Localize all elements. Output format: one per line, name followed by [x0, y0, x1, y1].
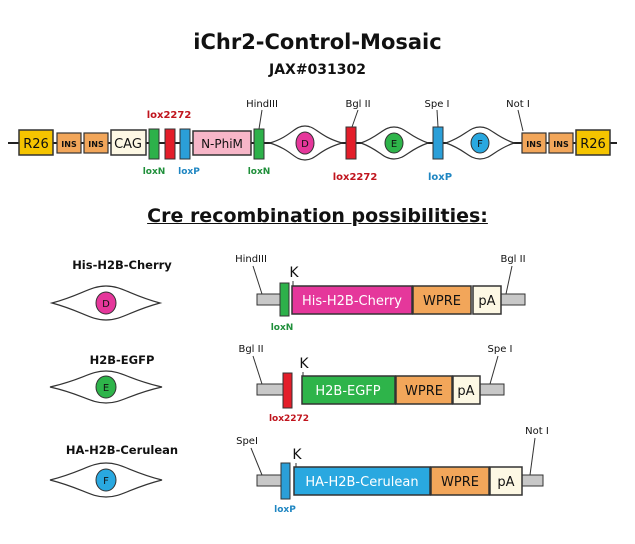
- outcome-left-site-1: HindIII: [235, 254, 267, 265]
- outcome-lox-label-3: loxP: [274, 505, 296, 515]
- outcome-nucleus-cherry: [95, 291, 117, 315]
- outcome-lox-label-2: lox2272: [269, 414, 309, 424]
- ins-box-4: INS: [548, 132, 574, 154]
- r26-right-box: R26: [575, 129, 611, 156]
- vector-arm-left-2: [256, 383, 284, 396]
- loxN-site-1: [148, 128, 160, 160]
- outcome-lox-3: [280, 462, 291, 500]
- cag-promoter-box: CAG: [110, 129, 147, 156]
- svg-text:INS: INS: [526, 140, 542, 149]
- speI-label: Spe I: [425, 99, 450, 110]
- outcome-lox-label-1: loxN: [271, 323, 294, 333]
- lox2272-label-top: lox2272: [147, 110, 192, 121]
- svg-text:pA: pA: [478, 294, 495, 309]
- outcome-cell-letter-cherry: D: [102, 299, 110, 310]
- svg-text:WPRE: WPRE: [423, 294, 461, 309]
- vector-arm-right-2: [479, 383, 505, 396]
- loxP-label-2: loxP: [428, 172, 452, 183]
- svg-text:HA-H2B-Cerulean: HA-H2B-Cerulean: [305, 475, 418, 490]
- loxN-label-1: loxN: [143, 167, 166, 177]
- ins-box-2: INS: [83, 132, 109, 154]
- outcome-cell-letter-egfp: E: [103, 383, 109, 394]
- cell-f-nucleus: [470, 132, 490, 154]
- bglII-label: Bgl II: [345, 99, 370, 110]
- cell-f-letter: F: [477, 139, 483, 150]
- pa-box-2: pA: [452, 375, 481, 405]
- kozak-label-1: K: [289, 265, 299, 281]
- ins-box-1: INS: [56, 132, 82, 154]
- lox2272-site-2: [345, 126, 357, 160]
- kozak-label-2: K: [299, 356, 309, 372]
- svg-text:WPRE: WPRE: [441, 475, 479, 490]
- outcome-right-site-3: Not I: [525, 426, 549, 437]
- outcome-lox-2: [282, 372, 293, 409]
- outcome-lox-1: [279, 282, 290, 317]
- vector-arm-left-1: [256, 293, 281, 306]
- pa-box-1: pA: [472, 285, 502, 315]
- svg-text:INS: INS: [88, 140, 104, 149]
- outcome-left-site-3: SpeI: [236, 436, 258, 447]
- svg-text:INS: INS: [553, 140, 569, 149]
- wpre-box-2: WPRE: [395, 375, 453, 405]
- hindIII-label: HindIII: [246, 99, 278, 110]
- loxP-site-2: [432, 126, 444, 160]
- vector-arm-left-3: [256, 474, 282, 487]
- outcome-right-site-2: Spe I: [488, 344, 513, 355]
- vector-arm-right-1: [500, 293, 526, 306]
- ins-box-3: INS: [521, 132, 547, 154]
- svg-text:R26: R26: [580, 137, 606, 152]
- lox2272-label-bottom: lox2272: [333, 172, 378, 183]
- cerulean-gene-box: HA-H2B-Cerulean: [293, 466, 431, 496]
- svg-text:CAG: CAG: [114, 137, 142, 152]
- outcome-right-site-1: Bgl II: [500, 254, 525, 265]
- svg-text:INS: INS: [61, 140, 77, 149]
- outcome-left-site-2: Bgl II: [238, 344, 263, 355]
- outcome-label-cerulean: HA-H2B-Cerulean: [65, 443, 179, 457]
- outcome-nucleus-egfp: [95, 375, 117, 399]
- cre-heading: Cre recombination possibilities:: [147, 205, 488, 227]
- svg-text:WPRE: WPRE: [405, 384, 443, 399]
- lox2272-site-1: [164, 128, 176, 160]
- svg-text:N-PhiM: N-PhiM: [201, 137, 243, 151]
- svg-text:pA: pA: [457, 384, 474, 399]
- cherry-gene-box: His-H2B-Cherry: [291, 285, 413, 315]
- outcome-cell-letter-cerulean: F: [103, 476, 109, 487]
- wpre-box-3: WPRE: [430, 466, 490, 496]
- cell-d-nucleus: [295, 131, 315, 155]
- loxP-site-1: [179, 128, 191, 160]
- kozak-label-3: K: [292, 447, 302, 463]
- svg-text:pA: pA: [497, 475, 514, 490]
- svg-text:His-H2B-Cherry: His-H2B-Cherry: [302, 294, 402, 309]
- outcome-label-egfp: H2B-EGFP: [89, 353, 155, 367]
- jax-number: JAX#031302: [268, 62, 366, 78]
- outcome-nucleus-cerulean: [95, 468, 117, 492]
- svg-text:R26: R26: [23, 137, 49, 152]
- cell-e-letter: E: [391, 139, 397, 150]
- diagram-title: iChr2-Control-Mosaic: [193, 30, 442, 54]
- pa-box-3: pA: [489, 466, 523, 496]
- loxN-label-2: loxN: [248, 167, 271, 177]
- wpre-box-1: WPRE: [412, 285, 472, 315]
- vector-arm-right-3: [521, 474, 544, 487]
- egfp-gene-box: H2B-EGFP: [301, 375, 396, 405]
- nphim-box: N-PhiM: [192, 130, 252, 156]
- cell-e-nucleus: [384, 132, 404, 154]
- outcome-label-cherry: His-H2B-Cherry: [72, 258, 172, 272]
- svg-text:H2B-EGFP: H2B-EGFP: [315, 384, 380, 399]
- loxN-site-2: [253, 128, 265, 160]
- r26-left-box: R26: [18, 129, 54, 156]
- notI-label: Not I: [506, 99, 530, 110]
- cell-d-letter: D: [301, 139, 309, 150]
- loxP-label-1: loxP: [178, 167, 200, 177]
